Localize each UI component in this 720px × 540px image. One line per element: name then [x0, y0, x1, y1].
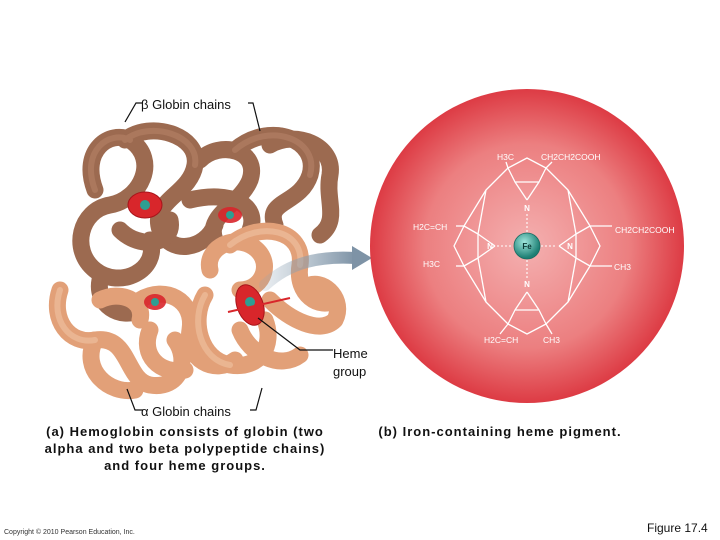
- sub-top-left: H3C: [497, 152, 514, 162]
- label-brackets: [124, 102, 333, 411]
- caption-b: (b) Iron-containing heme pigment.: [378, 424, 622, 439]
- zoom-arrow: [259, 251, 361, 291]
- alpha-globin-label: α Globin chains: [141, 404, 231, 419]
- sub-right-bottom: CH3: [614, 262, 631, 272]
- heme-group-label-line1: Heme: [333, 346, 368, 361]
- sub-top-right: CH2CH2COOH: [541, 152, 601, 162]
- sub-bottom-left: H2C=CH: [484, 335, 518, 345]
- sub-bottom-right: CH3: [543, 335, 560, 345]
- copyright-notice: Copyright © 2010 Pearson Education, Inc.: [4, 529, 135, 536]
- heme-disc-2: [218, 207, 242, 223]
- sub-right: CH2CH2COOH: [615, 225, 675, 235]
- nitrogen-top: N: [524, 204, 530, 213]
- iron-symbol: Fe: [522, 242, 532, 251]
- heme-group-label-line2: group: [333, 364, 367, 379]
- hemoglobin-molecule: [48, 122, 347, 400]
- caption-a: (a) Hemoglobin consists of globin (two a…: [44, 424, 326, 473]
- iron-atom: [513, 232, 541, 260]
- figure-number: Figure 17.4: [647, 521, 708, 535]
- heme-disc-1: [127, 191, 163, 219]
- sub-left-top: H2C=CH: [413, 222, 447, 232]
- beta-globin-label: β Globin chains: [141, 97, 231, 112]
- heme-disc-3: [144, 294, 166, 310]
- heme-detail: Fe N N N N H3C CH2CH2COOH H2C=CH CH2CH2C…: [370, 89, 684, 403]
- nitrogen-right: N: [567, 242, 573, 251]
- nitrogen-left: N: [487, 242, 493, 251]
- zoom-arrow-head: [352, 246, 372, 270]
- sub-left-bottom: H3C: [423, 259, 440, 269]
- heme-disc-4: [227, 284, 291, 326]
- nitrogen-bottom: N: [524, 280, 530, 289]
